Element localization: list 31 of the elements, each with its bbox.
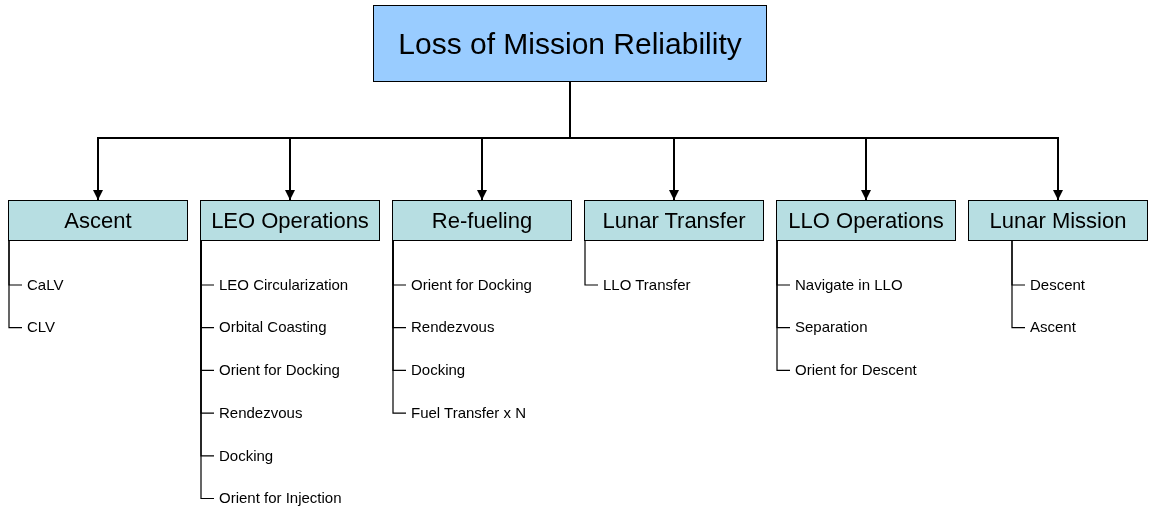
- task-label: LEO Circularization: [214, 274, 349, 296]
- task-label: LLO Transfer: [598, 274, 691, 296]
- task-label: Orbital Coasting: [214, 316, 327, 339]
- category-box: LLO Operations: [776, 200, 956, 241]
- task-label: Rendezvous: [214, 402, 303, 425]
- task-label: Orient for Injection: [214, 487, 342, 507]
- task-label: Ascent: [1025, 316, 1076, 339]
- task-label: Fuel Transfer x N: [406, 402, 527, 425]
- task-label: Orient for Docking: [214, 359, 340, 382]
- task-label: Docking: [214, 444, 274, 467]
- connector-line: [200, 240, 215, 500]
- connector-line: [584, 240, 599, 286]
- category-box: Lunar Transfer: [584, 200, 764, 241]
- category-box: Ascent: [8, 200, 188, 241]
- task-label: Separation: [790, 316, 868, 339]
- category-box: LEO Operations: [200, 200, 380, 241]
- category-box: Lunar Mission: [968, 200, 1148, 241]
- task-label: CLV: [22, 316, 56, 339]
- task-label: Rendezvous: [406, 316, 495, 339]
- task-label: Docking: [406, 359, 466, 382]
- connector-line: [1011, 240, 1026, 329]
- task-label: Orient for Descent: [790, 359, 917, 382]
- connector-line: [8, 240, 23, 329]
- task-label: CaLV: [22, 274, 64, 296]
- task-label: Orient for Docking: [406, 274, 532, 296]
- connector-line: [776, 240, 791, 371]
- task-label: Descent: [1025, 274, 1086, 296]
- task-label: Navigate in LLO: [790, 274, 903, 296]
- connector-line: [392, 240, 407, 414]
- category-box: Re-fueling: [392, 200, 572, 241]
- root-box: Loss of Mission Reliability: [373, 5, 767, 82]
